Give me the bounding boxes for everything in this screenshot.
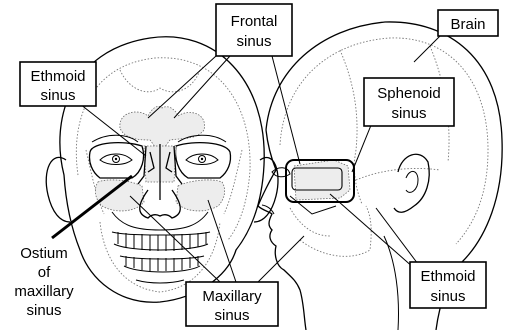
- label-ethmoid-right-line2: sinus: [430, 288, 465, 305]
- front-lip-line: [136, 280, 184, 283]
- leader-lines: [52, 30, 446, 282]
- side-neck-front: [384, 236, 398, 330]
- side-ear: [394, 154, 429, 212]
- label-ostium-line4: sinus: [26, 302, 61, 319]
- leader-frontal-3: [272, 56, 300, 164]
- label-ethmoid-sinus-left: Ethmoid sinus: [20, 62, 96, 106]
- label-sphenoid-line2: sinus: [391, 105, 426, 122]
- label-maxillary-line1: Maxillary: [202, 288, 262, 305]
- front-upper-teeth: [112, 232, 210, 251]
- label-ethmoid-left-line1: Ethmoid: [30, 68, 85, 85]
- label-maxillary-sinus: Maxillary sinus: [186, 282, 278, 326]
- label-ethmoid-left-line2: sinus: [40, 87, 75, 104]
- label-sphenoid-sinus: Sphenoid sinus: [364, 78, 454, 126]
- label-brain-line1: Brain: [450, 16, 485, 33]
- front-right-orbit: [176, 143, 231, 178]
- leader-maxillary-3: [258, 236, 304, 282]
- leader-ethmoid-right-1: [330, 194, 414, 268]
- label-ostium-of-maxillary-sinus: Ostium of maxillary sinus: [14, 245, 74, 319]
- label-frontal-line2: sinus: [236, 33, 271, 50]
- label-ostium-line2: of: [38, 264, 51, 281]
- leader-maxillary-2: [208, 200, 236, 282]
- label-ostium-line3: maxillary: [14, 283, 74, 300]
- front-upper-jaw: [112, 212, 208, 230]
- front-left-ear: [46, 157, 70, 222]
- label-ethmoid-right-line1: Ethmoid: [420, 268, 475, 285]
- front-frontal-sinus: [120, 106, 205, 148]
- label-frontal-line1: Frontal: [231, 13, 278, 30]
- label-frontal-sinus: Frontal sinus: [216, 4, 292, 56]
- label-ethmoid-sinus-right: Ethmoid sinus: [410, 262, 486, 308]
- label-ostium-line1: Ostium: [20, 245, 68, 262]
- label-sphenoid-line1: Sphenoid: [377, 85, 440, 102]
- label-brain: Brain: [438, 10, 498, 36]
- front-lower-teeth: [120, 256, 204, 272]
- leader-ethmoid-right-2: [376, 208, 418, 264]
- front-right-maxillary-sinus: [176, 180, 225, 211]
- front-temple-right: [224, 150, 242, 214]
- label-maxillary-line2: sinus: [214, 307, 249, 324]
